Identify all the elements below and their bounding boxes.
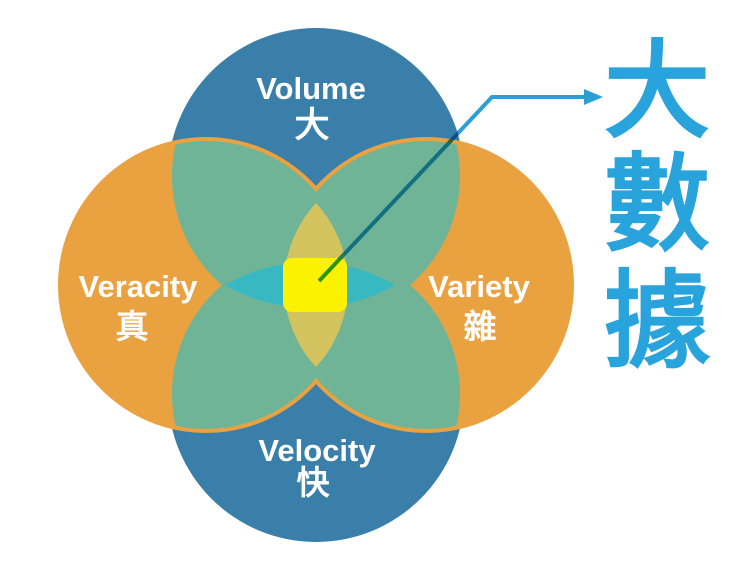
variety-label: Variety bbox=[428, 269, 530, 304]
big-data-title-char-2: 數 bbox=[604, 146, 710, 264]
velocity-label: Velocity bbox=[258, 433, 376, 468]
veracity-label: Veracity bbox=[79, 269, 199, 304]
volume-label: Volume bbox=[256, 71, 366, 106]
volume-zh-label: 大 bbox=[294, 106, 329, 145]
variety-zh-label: 雜 bbox=[464, 308, 497, 345]
veracity-zh-label: 真 bbox=[116, 308, 149, 345]
arrowhead-icon bbox=[584, 89, 603, 105]
center-intersection bbox=[283, 258, 347, 312]
velocity-zh-label: 快 bbox=[297, 464, 331, 501]
big-data-title: 大 數 據 bbox=[604, 33, 711, 381]
big-data-title-char-3: 據 bbox=[604, 263, 711, 381]
arrow-line bbox=[317, 95, 586, 283]
big-data-title-char-1: 大 bbox=[604, 33, 710, 151]
